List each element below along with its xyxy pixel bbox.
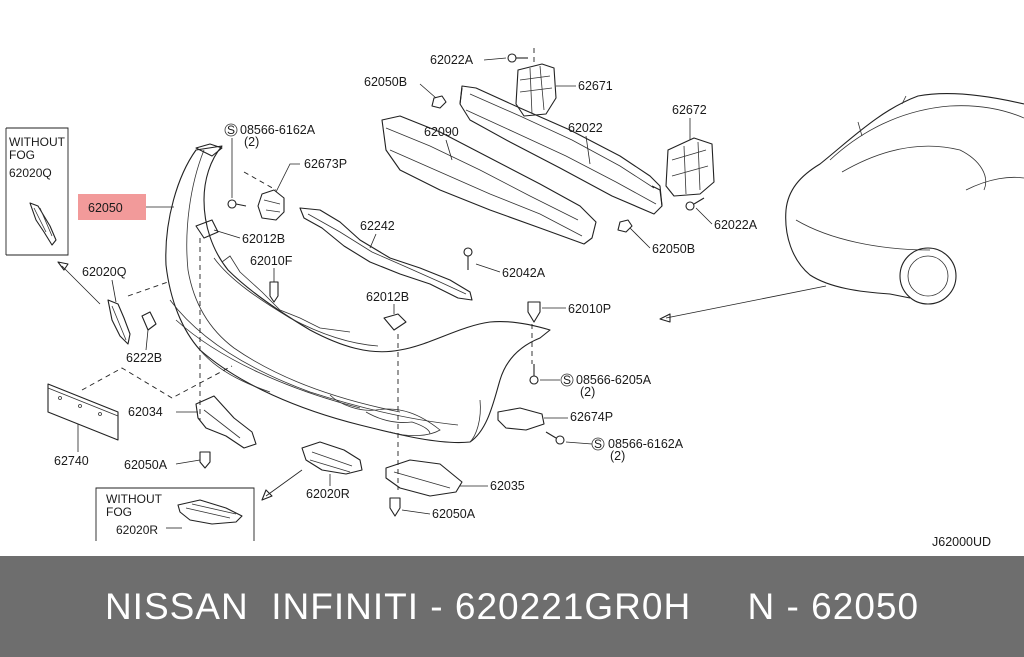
license-bracket-62740 — [47, 383, 119, 441]
bracket-62012B-left — [195, 219, 219, 239]
label-62050B-top: 62050B — [364, 75, 407, 89]
box-bottom-line2: FOG — [106, 505, 132, 519]
label-08566-6205A-qty: (2) — [580, 385, 595, 399]
without-fog-box-bottom: WITHOUT FOG 62020R — [95, 487, 255, 541]
footer-part-number: NISSAN INFINITI - 620221GR0H N - 62050 — [104, 585, 920, 627]
bracket-62671 — [515, 63, 557, 117]
car-silhouette — [785, 93, 1024, 305]
label-62671: 62671 — [578, 79, 613, 93]
label-62050: 62050 — [88, 201, 123, 215]
parts-diagram: WITHOUT FOG 62020Q WITHOUT FOG 62020R — [5, 48, 1024, 549]
label-08566-6162A-bot: 08566-6162A — [608, 437, 684, 451]
dashed-assembly-lines — [81, 48, 535, 490]
label-62010P: 62010P — [568, 302, 611, 316]
s-mark-2: S — [563, 373, 571, 387]
box-top-line1: WITHOUT — [9, 135, 66, 149]
highlight-62050 — [78, 194, 146, 220]
box-bottom-line1: WITHOUT — [106, 492, 163, 506]
label-62050B-right: 62050B — [652, 242, 695, 256]
label-62010F: 62010F — [250, 254, 293, 268]
label-62673P: 62673P — [304, 157, 347, 171]
label-62022: 62022 — [568, 121, 603, 135]
label-62740: 62740 — [54, 454, 89, 468]
s-mark-1: S — [227, 123, 235, 137]
label-62050A-bot: 62050A — [432, 507, 476, 521]
absorber-62090 — [381, 115, 597, 245]
bracket-62672 — [665, 137, 715, 197]
s-mark-3: S — [594, 437, 602, 451]
bracket-6222B — [141, 311, 157, 331]
label-62042A: 62042A — [502, 266, 546, 280]
label-62012B-mid: 62012B — [366, 290, 409, 304]
bracket-62012B-mid — [383, 313, 407, 331]
label-62672: 62672 — [672, 103, 707, 117]
bracket-62673P — [257, 189, 285, 221]
label-08566-6162A-bot-qty: (2) — [610, 449, 625, 463]
box-top-line2: FOG — [9, 148, 35, 162]
fog-cover-62020R — [301, 441, 363, 475]
label-62034: 62034 — [128, 405, 163, 419]
undercover-62035 — [385, 459, 463, 497]
footer-banner: NISSAN INFINITI - 620221GR0H N - 62050 — [0, 556, 1024, 657]
retainer-62242 — [299, 207, 473, 301]
label-62012B-left: 62012B — [242, 232, 285, 246]
label-62242: 62242 — [360, 219, 395, 233]
label-62022A-top: 62022A — [430, 53, 474, 67]
label-62020Q: 62020Q — [82, 265, 127, 279]
box-bottom-part: 62020R — [116, 523, 158, 537]
label-62050A-left: 62050A — [124, 458, 168, 472]
label-62035: 62035 — [490, 479, 525, 493]
label-62090: 62090 — [424, 125, 459, 139]
label-62022A-right: 62022A — [714, 218, 758, 232]
bracket-62034 — [195, 395, 257, 449]
bracket-62674P — [497, 407, 545, 431]
side-bracket-62020Q — [107, 299, 131, 345]
label-6222B: 6222B — [126, 351, 162, 365]
label-08566-6162A-top-qty: (2) — [244, 135, 259, 149]
label-62674P: 62674P — [570, 410, 613, 424]
reinforcement-62022 — [459, 85, 663, 215]
ref-code: J62000UD — [932, 535, 991, 549]
label-62020R: 62020R — [306, 487, 350, 501]
box-top-part: 62020Q — [9, 166, 52, 180]
label-08566-6205A: 08566-6205A — [576, 373, 652, 387]
bumper-fascia-62050 — [165, 143, 551, 444]
label-08566-6162A-top: 08566-6162A — [240, 123, 316, 137]
without-fog-box-top: WITHOUT FOG 62020Q — [5, 127, 69, 256]
arrows — [57, 261, 827, 501]
